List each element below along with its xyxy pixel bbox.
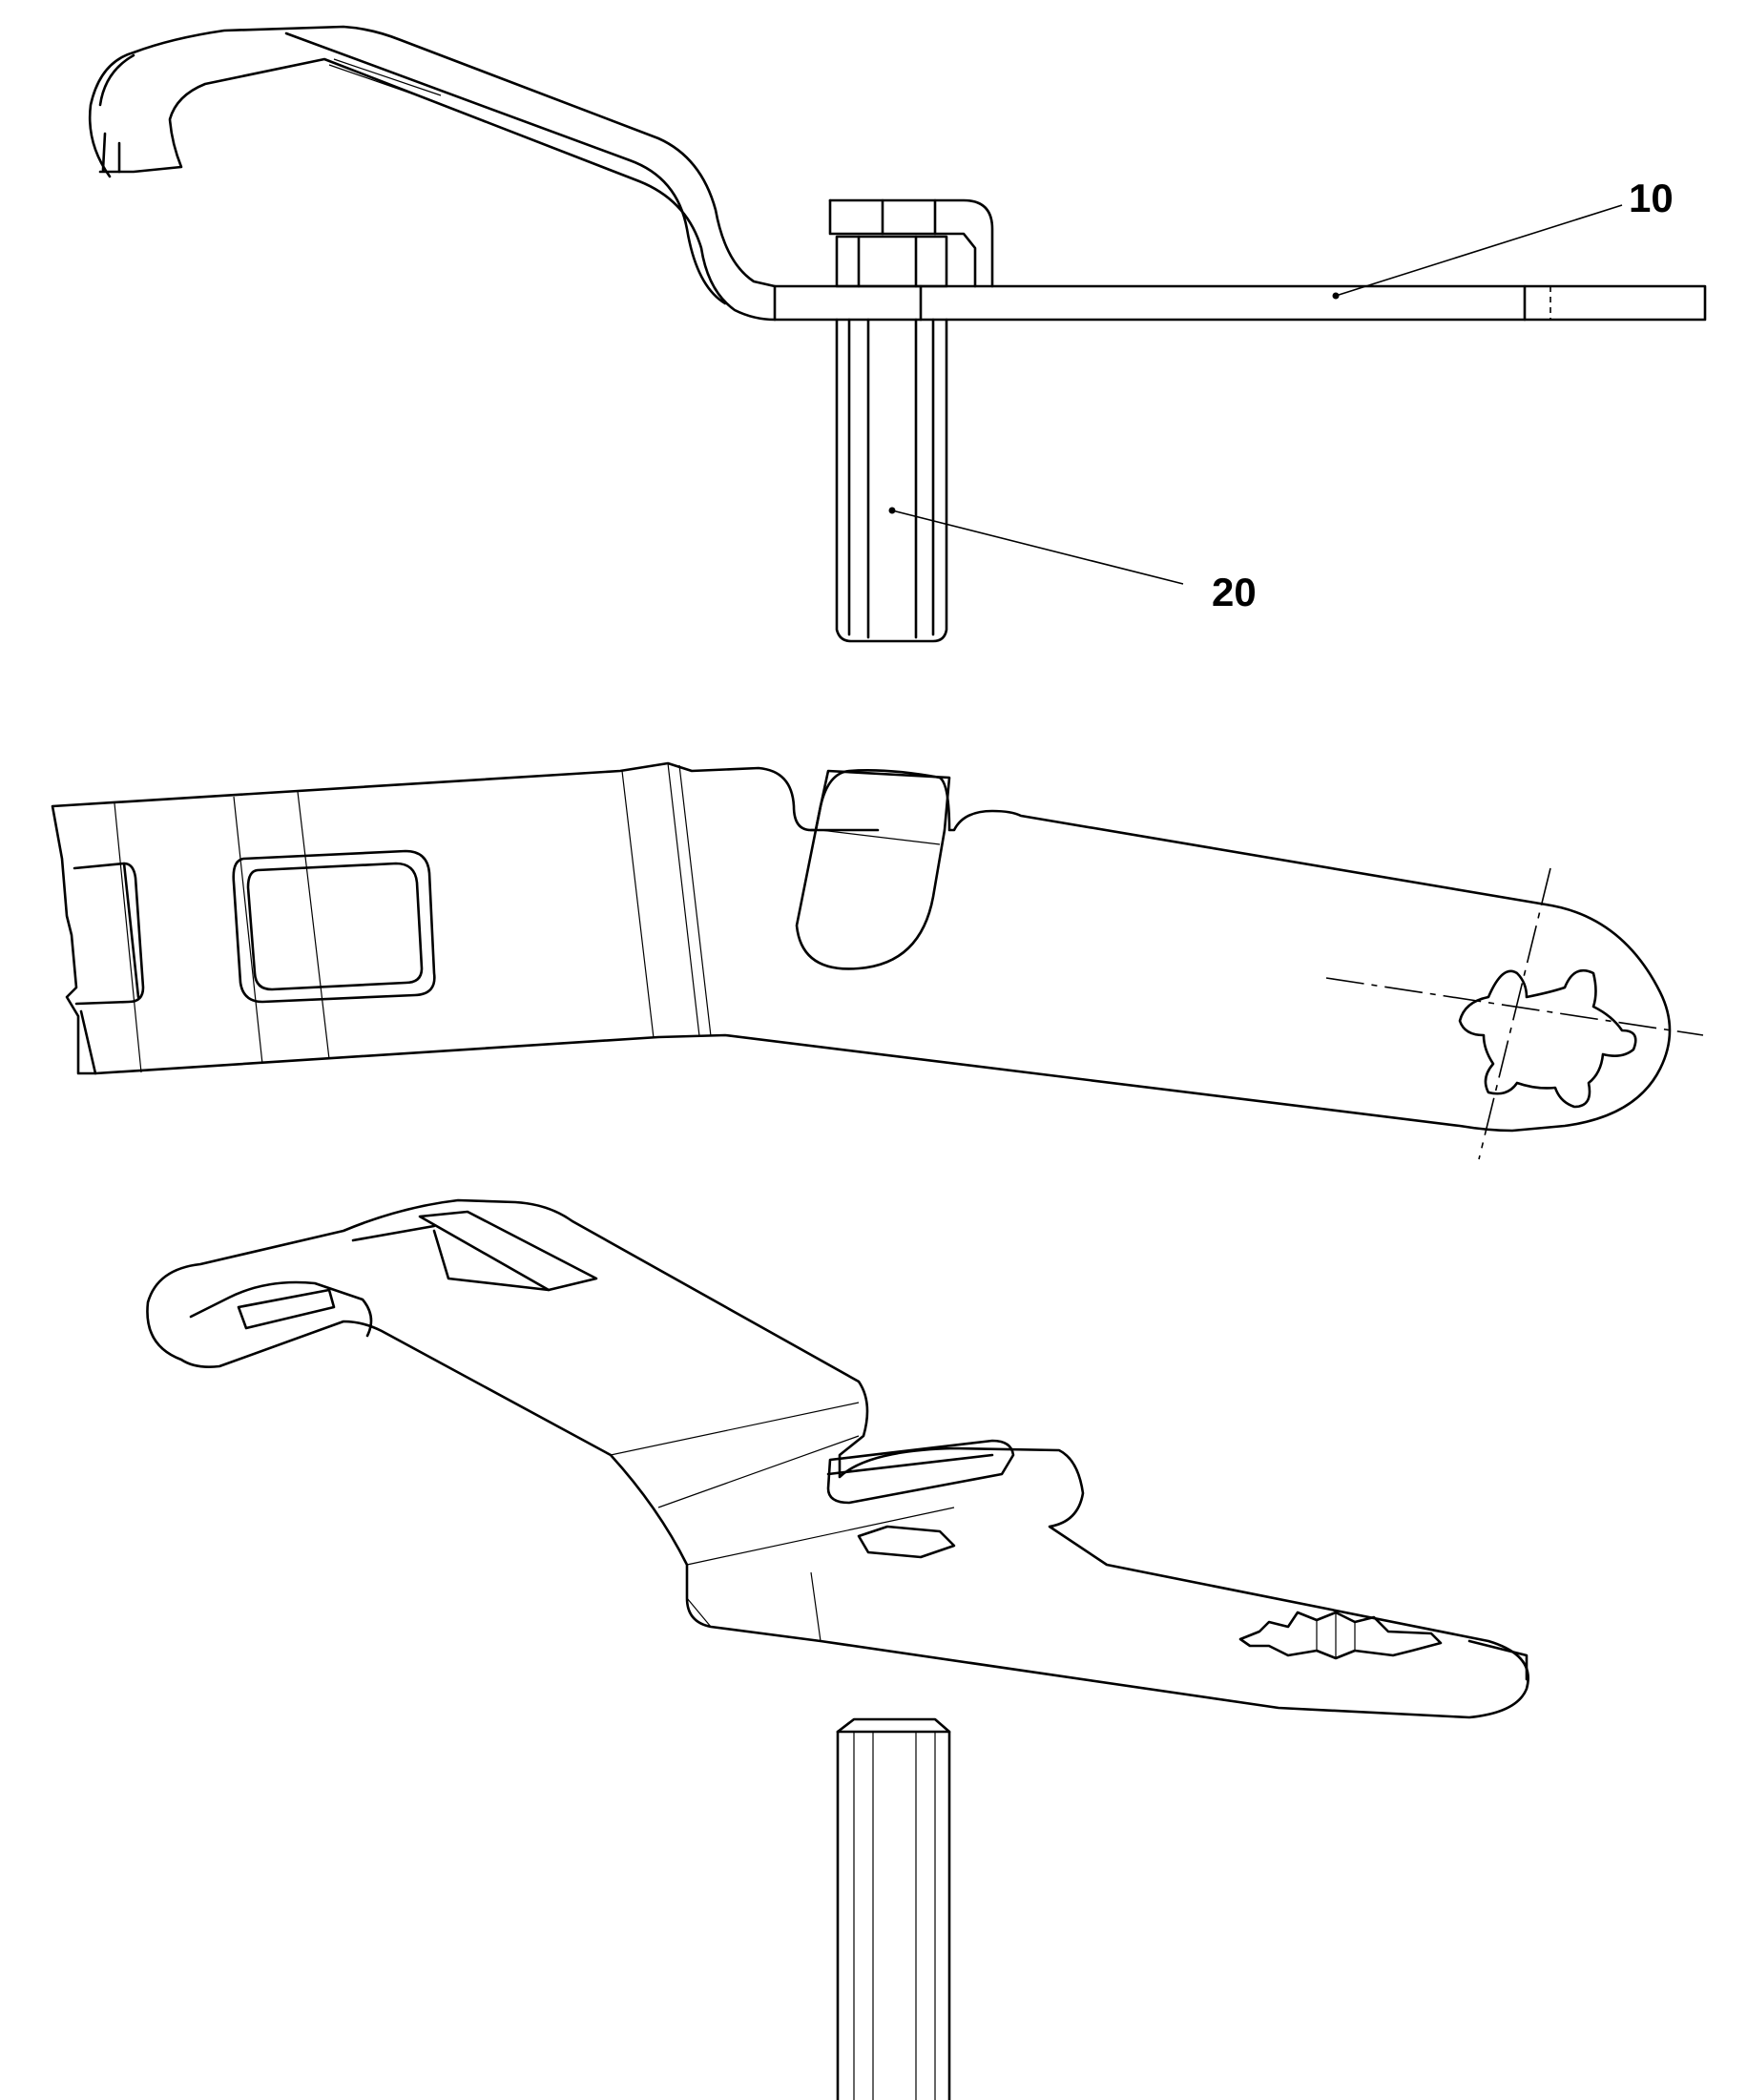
top-view (51, 761, 1704, 1160)
bracket-bar-side (773, 284, 1707, 322)
bolt-head-clip (828, 198, 994, 288)
bolt-20-side (835, 235, 948, 643)
side-view: 10 20 (88, 25, 1707, 643)
leaders (888, 204, 1623, 585)
bracket-arm-side (88, 25, 777, 322)
spline-hole (1325, 867, 1704, 1160)
callout-20: 20 (1212, 570, 1257, 614)
callout-10: 10 (1629, 176, 1674, 220)
isometric-view (146, 1198, 1529, 1719)
bolt-iso-view (836, 1717, 951, 2100)
